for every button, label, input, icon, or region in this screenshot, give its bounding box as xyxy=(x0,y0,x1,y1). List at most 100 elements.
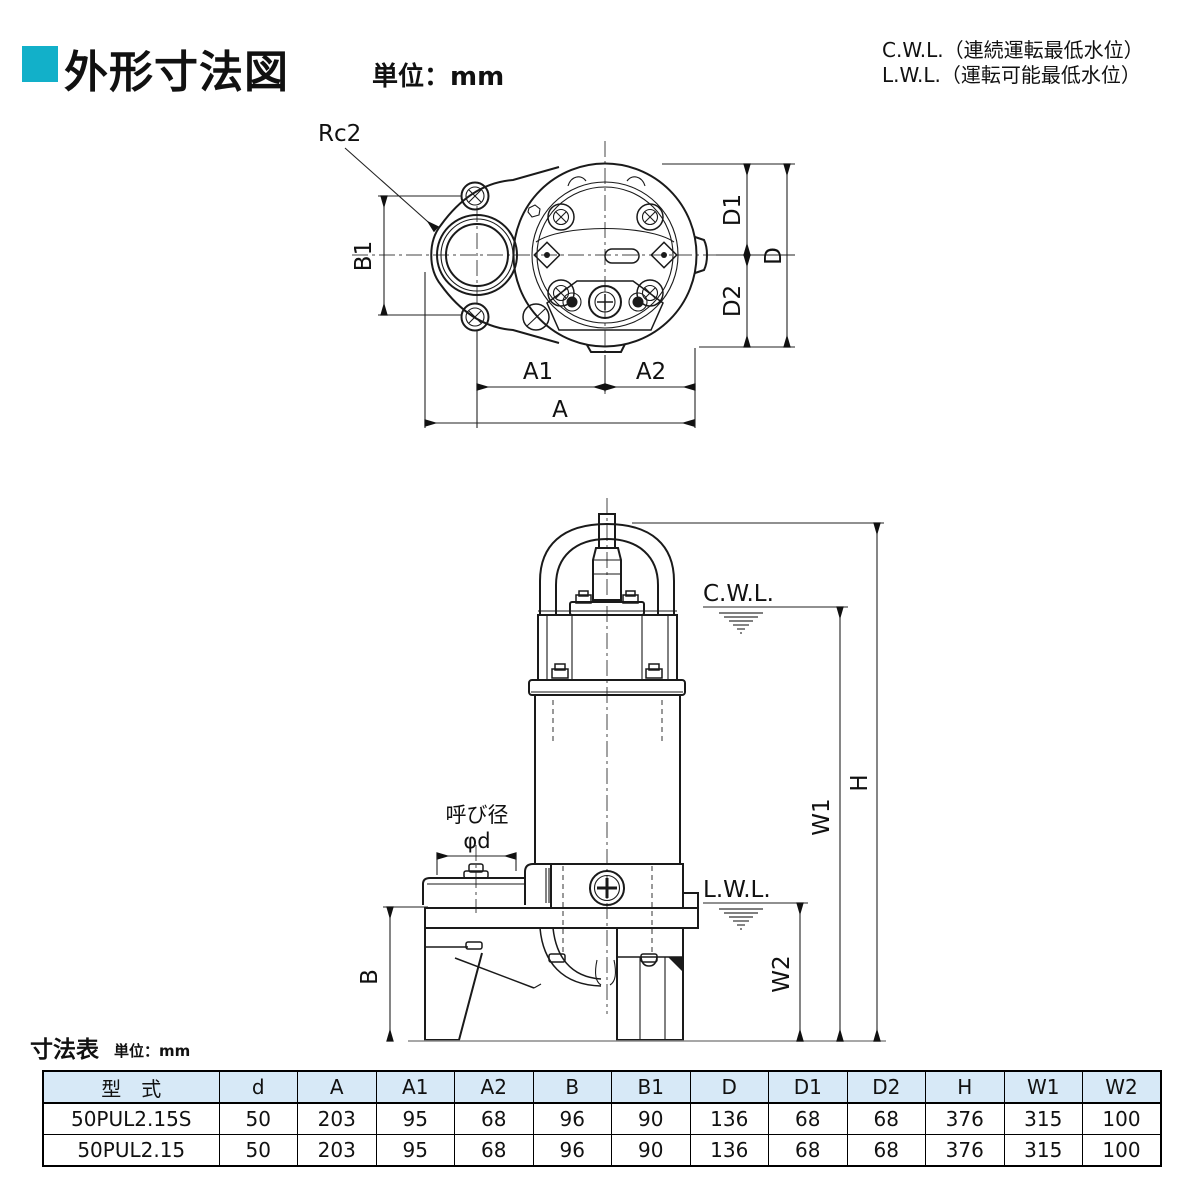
discharge-bore xyxy=(445,223,509,287)
left-leg xyxy=(424,928,483,1041)
label-b1: B1 xyxy=(351,241,377,271)
gland-bolt-cap xyxy=(625,590,636,597)
motor-bolt xyxy=(636,203,664,231)
top-lug-left xyxy=(567,176,587,187)
label-d1: D1 xyxy=(720,194,746,226)
dimension-a-group: A1 A2 A xyxy=(424,272,696,428)
pin-right-ring xyxy=(628,292,648,312)
table-cell: 50PUL2.15 xyxy=(42,1134,220,1167)
page-title: 外形寸法図 xyxy=(64,47,289,98)
table-cell: 100 xyxy=(1082,1134,1162,1167)
label-d2: D2 xyxy=(720,285,746,317)
handle-inner xyxy=(555,537,659,616)
table-header-cell: 型 式 xyxy=(42,1070,220,1104)
table-header-cell: D1 xyxy=(768,1070,848,1104)
table-cell: 95 xyxy=(375,1102,455,1135)
label-a1: A1 xyxy=(523,359,553,385)
gland-bolt xyxy=(575,594,592,604)
shoulder-bolt xyxy=(645,668,663,679)
center-bolt-inner xyxy=(594,291,616,313)
table-cell: 90 xyxy=(611,1134,691,1167)
table-header-cell: W2 xyxy=(1082,1070,1162,1104)
lwl-marker: L.W.L. xyxy=(703,877,808,930)
label-d: D xyxy=(761,247,787,265)
pump-side-view: C.W.L. L.W.L. H W1 xyxy=(357,498,886,1042)
table-cell: 95 xyxy=(375,1134,455,1167)
table-cell: 50 xyxy=(218,1134,298,1167)
table-cell: 50PUL2.15S xyxy=(42,1102,220,1135)
leg-bolt xyxy=(465,941,483,950)
right-leg xyxy=(616,928,684,1041)
table-header-cell: D xyxy=(689,1070,769,1104)
motor-flange-ring xyxy=(528,679,686,696)
unit-label: 単位：mm xyxy=(372,62,505,92)
water-level-legend: C.W.L.（連続運転最低水位） L.W.L.（運転可能最低水位） xyxy=(882,38,1144,88)
pin-left-ring xyxy=(562,292,582,312)
volute-curve xyxy=(539,927,602,987)
dimension-bore: 呼び径 φd xyxy=(436,803,517,875)
table-header-cell: A xyxy=(297,1070,377,1104)
motor-inner-ring xyxy=(531,181,679,329)
center-bolt xyxy=(588,285,622,319)
table-cell: 90 xyxy=(611,1102,691,1135)
table-header-cell: W1 xyxy=(1003,1070,1083,1104)
table-cell: 68 xyxy=(454,1102,534,1135)
lwl-note: L.W.L.（運転可能最低水位） xyxy=(882,63,1141,87)
table-caption: 寸法表 xyxy=(30,1037,99,1063)
discharge-bolt xyxy=(463,870,489,879)
table-cell: 376 xyxy=(925,1102,1005,1135)
dimension-w1: W1 xyxy=(809,606,844,1042)
handle-outer xyxy=(539,522,675,616)
table-cell: 315 xyxy=(1003,1102,1083,1135)
right-lug xyxy=(694,236,708,274)
shoulder-bolt-cap xyxy=(554,663,566,671)
side-bolt-left-dot xyxy=(544,252,550,258)
vane-line xyxy=(609,959,616,986)
table-header-cell: H xyxy=(925,1070,1005,1104)
label-w2: W2 xyxy=(769,955,795,992)
label-lwl: L.W.L. xyxy=(703,877,771,903)
shoulder-bolt-cap xyxy=(648,663,660,671)
label-b: B xyxy=(357,969,383,985)
gland-bolt-cap xyxy=(578,590,589,597)
dimension-b1: B1 xyxy=(351,195,462,316)
table-cell: 68 xyxy=(768,1102,848,1135)
top-lug-right xyxy=(626,176,646,187)
label-cwl: C.W.L. xyxy=(703,581,774,607)
shoulder-bolt xyxy=(551,668,569,679)
table-cell: 96 xyxy=(532,1134,612,1167)
pin-right xyxy=(632,296,644,308)
label-nominal-bore: 呼び径 xyxy=(446,803,509,827)
table-cell: 100 xyxy=(1082,1102,1162,1135)
pin-left xyxy=(566,296,578,308)
discharge-flange-ring xyxy=(440,218,514,292)
water-symbol xyxy=(719,908,763,930)
table-cell: 136 xyxy=(689,1134,769,1167)
discharge-wall xyxy=(524,863,551,903)
label-a2: A2 xyxy=(636,359,666,385)
slot xyxy=(604,248,640,264)
rc2-leader xyxy=(344,147,439,233)
table-header-cell: B xyxy=(532,1070,612,1104)
dimension-d-group: D1 D2 D xyxy=(662,163,795,348)
label-a: A xyxy=(552,397,568,423)
dimension-b: B xyxy=(357,906,428,1042)
suction-band xyxy=(424,907,699,929)
label-phi-d: φd xyxy=(463,829,490,853)
table-header-cell: A2 xyxy=(454,1070,534,1104)
side-bolt-right xyxy=(650,241,678,269)
title-accent-square xyxy=(22,46,58,82)
table-header-cell: A1 xyxy=(375,1070,455,1104)
casing-screw-inner xyxy=(593,874,621,902)
inner-chord xyxy=(535,228,675,243)
flange-bolt-bottom xyxy=(460,302,490,332)
flange-bolt-top xyxy=(460,181,490,211)
pump-top-view: Rc2 B1 D1 D2 D xyxy=(318,121,795,428)
discharge-plate xyxy=(422,877,526,905)
table-cell: 68 xyxy=(768,1134,848,1167)
cwl-marker: C.W.L. xyxy=(703,581,848,634)
casing-screw xyxy=(589,870,625,906)
